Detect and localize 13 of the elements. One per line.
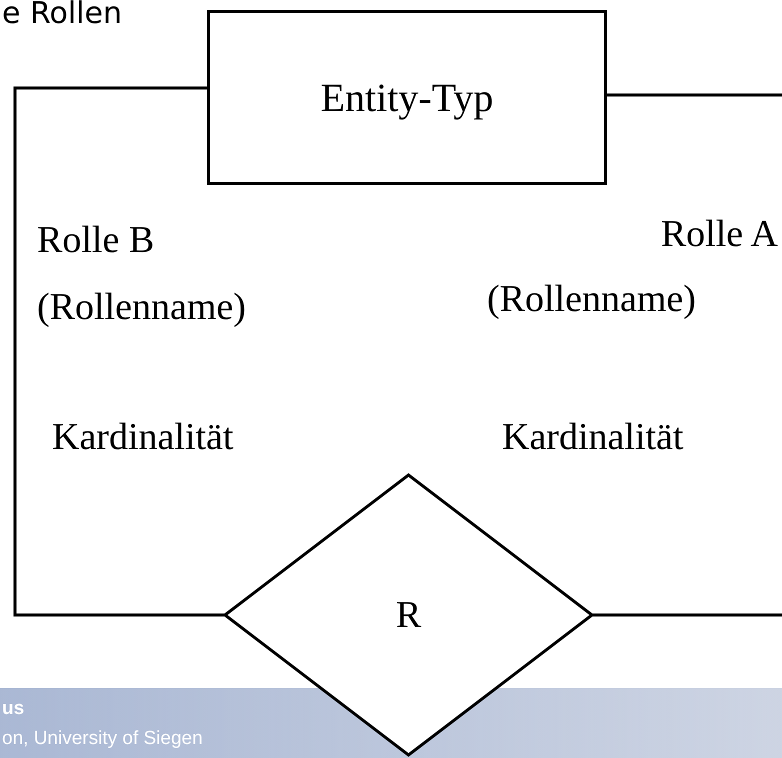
role-label: (Rollenname) [37,285,246,329]
footer-text: on, University of Siegen [2,728,203,750]
connector-line [14,86,225,616]
connector-line [592,94,782,616]
footer-text: us [2,698,24,720]
role-label: Rolle A [660,212,778,256]
relationship-name: R [396,593,422,637]
slide-title: e Rollen [2,0,122,31]
cardinality-label: Kardinalität [502,415,684,459]
role-label: (Rollenname) [487,277,696,321]
entity-box: Entity-Typ [207,10,607,185]
role-label: Rolle B [37,218,154,262]
cardinality-label: Kardinalität [52,415,234,459]
